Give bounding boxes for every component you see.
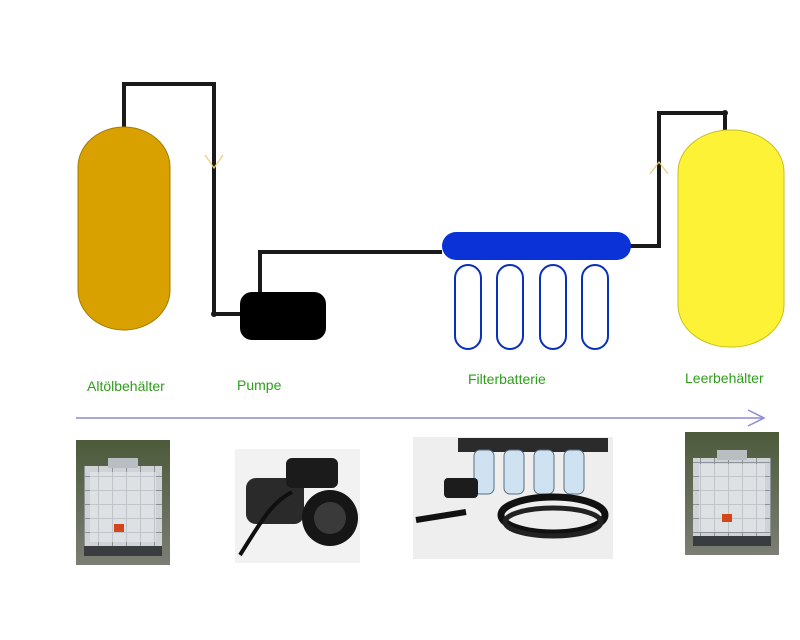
label-oil-tank: Altölbehälter <box>87 378 165 394</box>
filter-cartridge <box>496 264 524 350</box>
pump-photo <box>235 449 360 563</box>
empty-tank-photo <box>685 432 779 555</box>
filter-cartridges <box>454 264 609 350</box>
pump <box>240 292 326 340</box>
flow-chevron-icon <box>204 154 224 170</box>
filter-manifold <box>442 232 631 260</box>
pipe-tank-to-pump <box>122 82 240 316</box>
flow-direction-arrow <box>76 409 766 427</box>
filter-cartridge <box>539 264 567 350</box>
pipe-filter-to-empty-tank <box>630 111 727 248</box>
flow-chevron-icon <box>649 161 669 175</box>
filter-kit-photo <box>413 437 613 559</box>
oil-tank <box>77 126 171 331</box>
pipe-joint <box>211 311 217 317</box>
label-filters: Filterbatterie <box>468 371 546 387</box>
empty-tank <box>677 129 785 348</box>
filter-cartridge <box>454 264 482 350</box>
label-pump: Pumpe <box>237 377 282 393</box>
label-empty-tank: Leerbehälter <box>685 370 764 386</box>
pipe-joint <box>722 110 728 116</box>
pipes <box>122 82 727 316</box>
pipe-pump-to-filter <box>258 250 442 292</box>
oil-tank-photo <box>76 440 170 565</box>
filter-cartridge <box>581 264 609 350</box>
